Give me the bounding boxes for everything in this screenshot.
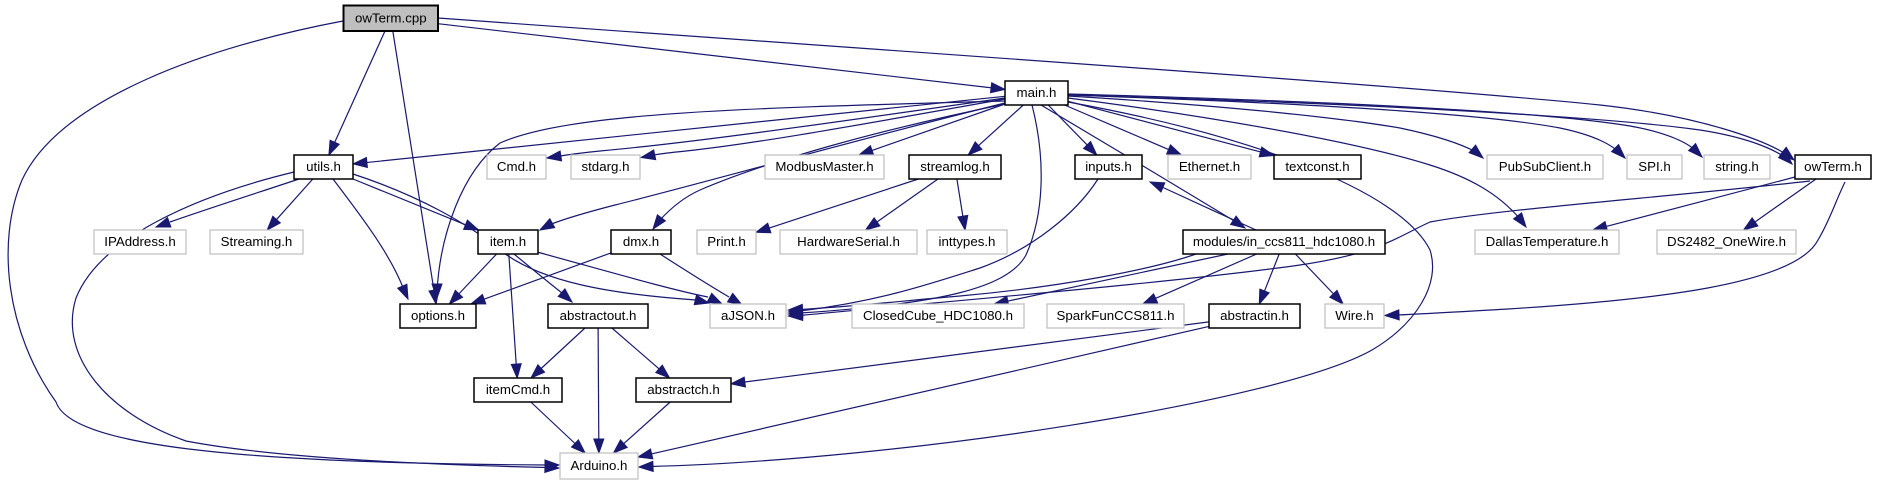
- svg-text:abstractch.h: abstractch.h: [647, 382, 719, 397]
- svg-text:Streaming.h: Streaming.h: [221, 234, 293, 249]
- svg-text:PubSubClient.h: PubSubClient.h: [1499, 159, 1591, 174]
- svg-text:abstractout.h: abstractout.h: [560, 308, 637, 323]
- svg-text:Wire.h: Wire.h: [1335, 308, 1373, 323]
- svg-text:IPAddress.h: IPAddress.h: [104, 234, 175, 249]
- svg-text:textconst.h: textconst.h: [1285, 159, 1349, 174]
- svg-text:inttypes.h: inttypes.h: [939, 234, 996, 249]
- svg-text:main.h: main.h: [1017, 85, 1057, 100]
- svg-text:ClosedCube_HDC1080.h: ClosedCube_HDC1080.h: [863, 308, 1013, 323]
- svg-text:streamlog.h: streamlog.h: [920, 159, 989, 174]
- svg-text:Ethernet.h: Ethernet.h: [1179, 159, 1240, 174]
- svg-text:itemCmd.h: itemCmd.h: [486, 382, 550, 397]
- svg-text:utils.h: utils.h: [306, 159, 341, 174]
- svg-text:item.h: item.h: [490, 234, 526, 249]
- svg-text:dmx.h: dmx.h: [623, 234, 659, 249]
- svg-text:SPI.h: SPI.h: [1638, 159, 1671, 174]
- svg-text:HardwareSerial.h: HardwareSerial.h: [797, 234, 900, 249]
- svg-text:DallasTemperature.h: DallasTemperature.h: [1486, 234, 1609, 249]
- svg-text:owTerm.cpp: owTerm.cpp: [355, 10, 427, 25]
- svg-text:modules/in_ccs811_hdc1080.h: modules/in_ccs811_hdc1080.h: [1193, 234, 1375, 249]
- svg-text:aJSON.h: aJSON.h: [721, 308, 775, 323]
- svg-text:DS2482_OneWire.h: DS2482_OneWire.h: [1667, 234, 1786, 249]
- svg-text:inputs.h: inputs.h: [1085, 159, 1132, 174]
- svg-text:Cmd.h: Cmd.h: [497, 159, 536, 174]
- svg-text:stdarg.h: stdarg.h: [581, 159, 629, 174]
- svg-text:Arduino.h: Arduino.h: [571, 458, 628, 473]
- svg-text:string.h: string.h: [1715, 159, 1759, 174]
- svg-text:options.h: options.h: [411, 308, 465, 323]
- svg-text:owTerm.h: owTerm.h: [1804, 159, 1862, 174]
- svg-text:abstractin.h: abstractin.h: [1220, 308, 1289, 323]
- svg-text:ModbusMaster.h: ModbusMaster.h: [775, 159, 873, 174]
- svg-text:Print.h: Print.h: [707, 234, 745, 249]
- svg-text:SparkFunCCS811.h: SparkFunCCS811.h: [1056, 308, 1174, 323]
